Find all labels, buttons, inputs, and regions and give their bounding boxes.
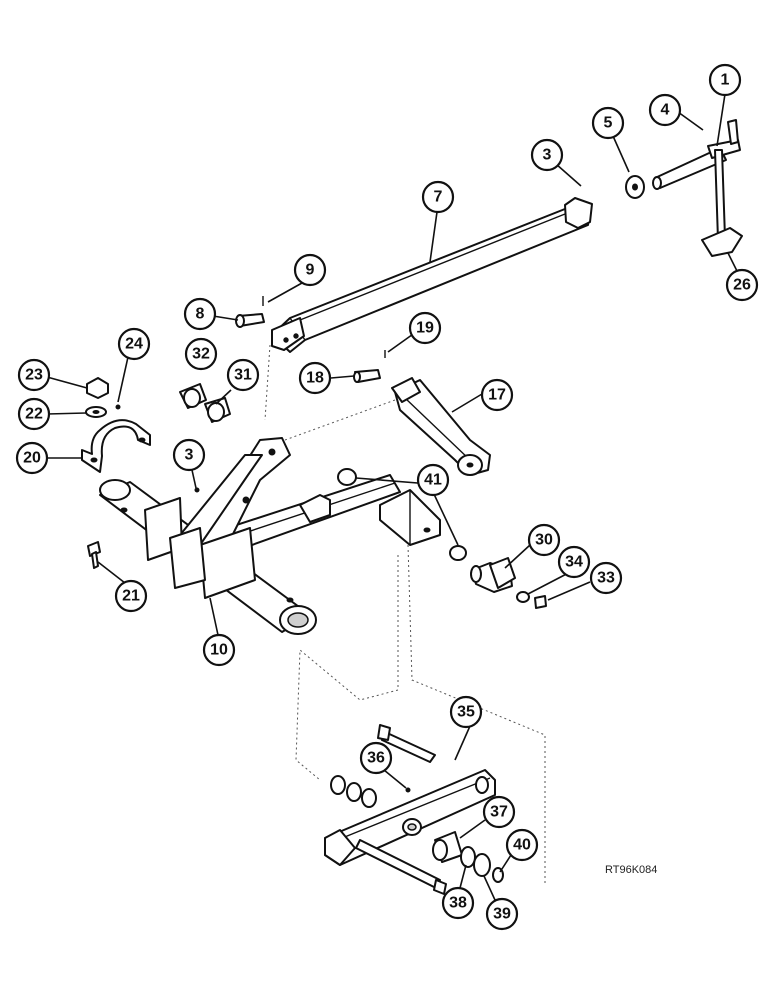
svg-text:40: 40: [513, 837, 531, 854]
svg-text:35: 35: [457, 704, 475, 721]
callout: 24: [117, 327, 151, 361]
axle-frame: [99, 437, 441, 635]
svg-text:19: 19: [416, 320, 434, 337]
bearing-parts-right: [432, 831, 504, 883]
svg-text:24: 24: [125, 336, 143, 353]
svg-text:9: 9: [306, 262, 315, 279]
callout: 38: [441, 886, 475, 920]
clamp-hardware: [81, 377, 151, 473]
callout: 21: [114, 579, 148, 613]
callout: 18: [298, 361, 332, 395]
svg-text:10: 10: [210, 642, 228, 659]
drawbar-tube: [271, 197, 593, 353]
svg-text:41: 41: [424, 472, 442, 489]
callout: 10: [202, 633, 236, 667]
svg-text:31: 31: [234, 367, 252, 384]
svg-text:20: 20: [23, 450, 41, 467]
leader-lines: [46, 93, 741, 901]
callout: 36: [359, 741, 393, 775]
figure-reference-code: RT96K084: [605, 864, 657, 876]
callout: 20: [15, 441, 49, 475]
svg-text:3: 3: [185, 447, 194, 464]
svg-text:4: 4: [661, 102, 670, 119]
callout: 3: [530, 138, 564, 172]
svg-text:34: 34: [565, 554, 583, 571]
callout: 22: [17, 397, 51, 431]
svg-text:18: 18: [306, 370, 324, 387]
callout: 19: [408, 311, 442, 345]
callout: 41: [416, 463, 450, 497]
svg-text:21: 21: [122, 588, 140, 605]
svg-text:32: 32: [192, 346, 210, 363]
bearing-parts-left: [330, 775, 377, 808]
bolt-21: [87, 541, 101, 569]
svg-text:30: 30: [535, 532, 553, 549]
grease-fitting-3: [194, 487, 200, 493]
svg-text:3: 3: [543, 147, 552, 164]
callout: 7: [421, 180, 455, 214]
svg-text:26: 26: [733, 277, 751, 294]
callout: 26: [725, 268, 759, 302]
callout: 8: [183, 297, 217, 331]
svg-text:1: 1: [721, 72, 730, 89]
svg-text:33: 33: [597, 570, 615, 587]
callout: 30: [527, 523, 561, 557]
svg-text:8: 8: [196, 306, 205, 323]
callout: 1: [708, 63, 742, 97]
bushings-31-32: [179, 383, 231, 423]
callout: 31: [226, 358, 260, 392]
spindle-axle: [324, 724, 496, 895]
svg-text:23: 23: [25, 367, 43, 384]
svg-text:36: 36: [367, 750, 385, 767]
callout: 9: [293, 253, 327, 287]
handle-assembly: [625, 119, 743, 257]
callout: 17: [480, 378, 514, 412]
svg-text:5: 5: [604, 115, 613, 132]
callout: 23: [17, 358, 51, 392]
callout: 5: [591, 106, 625, 140]
hitch-jack: [353, 350, 491, 476]
callout: 40: [505, 828, 539, 862]
callout: 4: [648, 93, 682, 127]
callout: 33: [589, 561, 623, 595]
callout: 35: [449, 695, 483, 729]
svg-text:7: 7: [434, 189, 443, 206]
callout: 34: [557, 545, 591, 579]
bushings-41: [337, 468, 467, 561]
callout: 3: [172, 438, 206, 472]
callout: 37: [482, 795, 516, 829]
svg-text:17: 17: [488, 387, 506, 404]
clevis-pin-8: [235, 296, 265, 328]
svg-text:22: 22: [25, 406, 43, 423]
callout: 32: [184, 337, 218, 371]
callout: 39: [485, 897, 519, 931]
svg-text:39: 39: [493, 906, 511, 923]
svg-text:38: 38: [449, 895, 467, 912]
svg-text:37: 37: [490, 804, 508, 821]
